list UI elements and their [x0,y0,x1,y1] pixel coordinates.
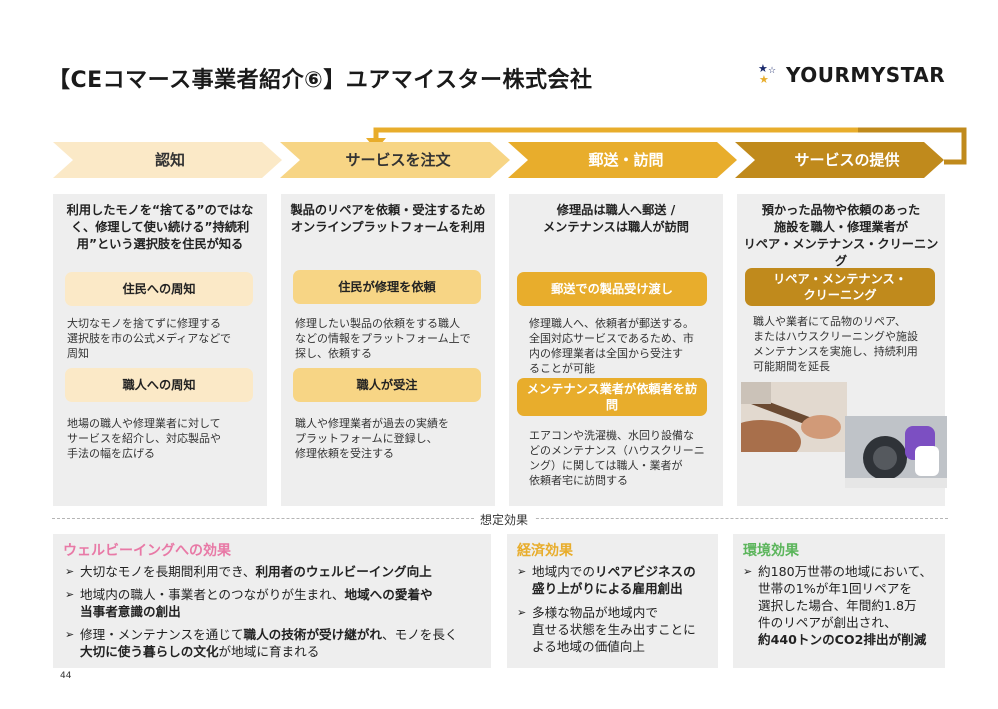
flow-step-3-shape [508,142,737,178]
step-description: 修理職人へ、依頼者が郵送する。 全国対応サービスであるため、市 内の修理業者は全… [529,317,694,375]
return-arrow-line [373,127,858,140]
effect-title: ウェルビーイングへの効果 [63,543,231,559]
flow-step-label: 認知 [154,151,185,169]
column-heading: 修理品は職人へ郵送 / メンテナンスは職人が訪問 [542,203,689,234]
step-description: 職人や業者にて品物のリペア、 またはハウスクリーニングや施設 メンテナンスを実施… [753,315,918,373]
step-pill: 郵送での製品受け渡し [517,272,707,306]
effect-bullet: 修理・メンテナンスを通じて職人の技術が受け継がれ、モノを長く大切に使う暮らしの文… [65,626,458,660]
column-heading: 利用したモノを“捨てる”のではな く、修理して使い続ける”持続利 用”という選択… [66,203,254,251]
step-description: 職人や修理業者が過去の実績を プラットフォームに登録し、 修理依頼を受注する [295,417,449,460]
company-logo: ★ ☆ ★ YOURMYSTAR [756,63,945,87]
page-number: 44 [60,671,72,681]
step-pill: 住民への周知 [65,272,253,306]
flow-step-label: サービスを注文 [345,151,451,169]
effect-wellbeing: ウェルビーイングへの効果 大切なモノを長期間利用でき、利用者のウェルビーイング向… [53,534,491,668]
page-title: 【CEコマース事業者紹介⑥】ユアマイスター株式会社 [48,68,593,93]
step-description: 大切なモノを捨てずに修理する 選択肢を市の公式メディアなどで 周知 [67,317,232,360]
effect-title: 環境効果 [743,543,799,559]
cleaning-photo [845,416,947,488]
column-service: 預かった品物や依頼のあった 施設を職人・修理業者が リペア・メンテナンス・クリー… [737,194,947,506]
flow-step-label: サービスの提供 [794,151,900,169]
step-pill: 職人への周知 [65,368,253,402]
return-loop-line [858,127,967,165]
effect-bullet: 大切なモノを長期間利用でき、利用者のウェルビーイング向上 [65,563,432,580]
step-pill: リペア・メンテナンス・ クリーニング [745,268,935,306]
flow-step-2-shape [280,142,510,178]
flow-step-4-shape [735,142,944,178]
flow-step-label: 郵送・訪問 [588,151,664,169]
step-description: エアコンや洗濯機、水回り設備な どのメンテナンス（ハウスクリーニ ング）に関して… [529,429,705,487]
column-order: 製品のリペアを依頼・受注するため オンラインプラットフォームを利用 住民が修理を… [281,194,495,506]
step-description: 地場の職人や修理業者に対して サービスを紹介し、対応製品や 手法の幅を広げる [67,417,221,460]
column-delivery: 修理品は職人へ郵送 / メンテナンスは職人が訪問 郵送での製品受け渡し 修理職人… [509,194,723,506]
repair-photo-art [741,382,847,452]
step-description: 修理したい製品の依頼をする職人 などの情報をプラットフォーム上で 探し、依頼する [295,317,471,360]
repair-photo [741,382,847,452]
logo-text: YOURMYSTAR [786,63,946,87]
column-heading: 製品のリペアを依頼・受注するため オンラインプラットフォームを利用 [290,203,486,234]
step-pill: 職人が受注 [293,368,481,402]
effect-bullet: 約180万世帯の地域において、 世帯の1%が年1回リペアを 選択した場合、年間約… [743,563,932,648]
effect-environment: 環境効果 約180万世帯の地域において、 世帯の1%が年1回リペアを 選択した場… [733,534,945,668]
effects-section-label: 想定効果 [474,511,534,528]
step-pill: 住民が修理を依頼 [293,270,481,304]
effect-title: 経済効果 [517,543,573,559]
flow-step-1-shape [53,142,282,178]
effect-bullet: 多様な物品が地域内で 直せる状態を生み出すことに よる地域の価値向上 [517,604,696,655]
column-awareness: 利用したモノを“捨てる”のではな く、修理して使い続ける”持続利 用”という選択… [53,194,267,506]
star-cluster-icon: ★ ☆ ★ [758,62,777,86]
flow-diagram [53,127,967,178]
step-pill: メンテナンス業者が依頼者を訪 問 [517,378,707,416]
cleaning-photo-art [845,416,947,488]
column-heading: 預かった品物や依頼のあった 施設を職人・修理業者が リペア・メンテナンス・クリー… [743,203,939,268]
